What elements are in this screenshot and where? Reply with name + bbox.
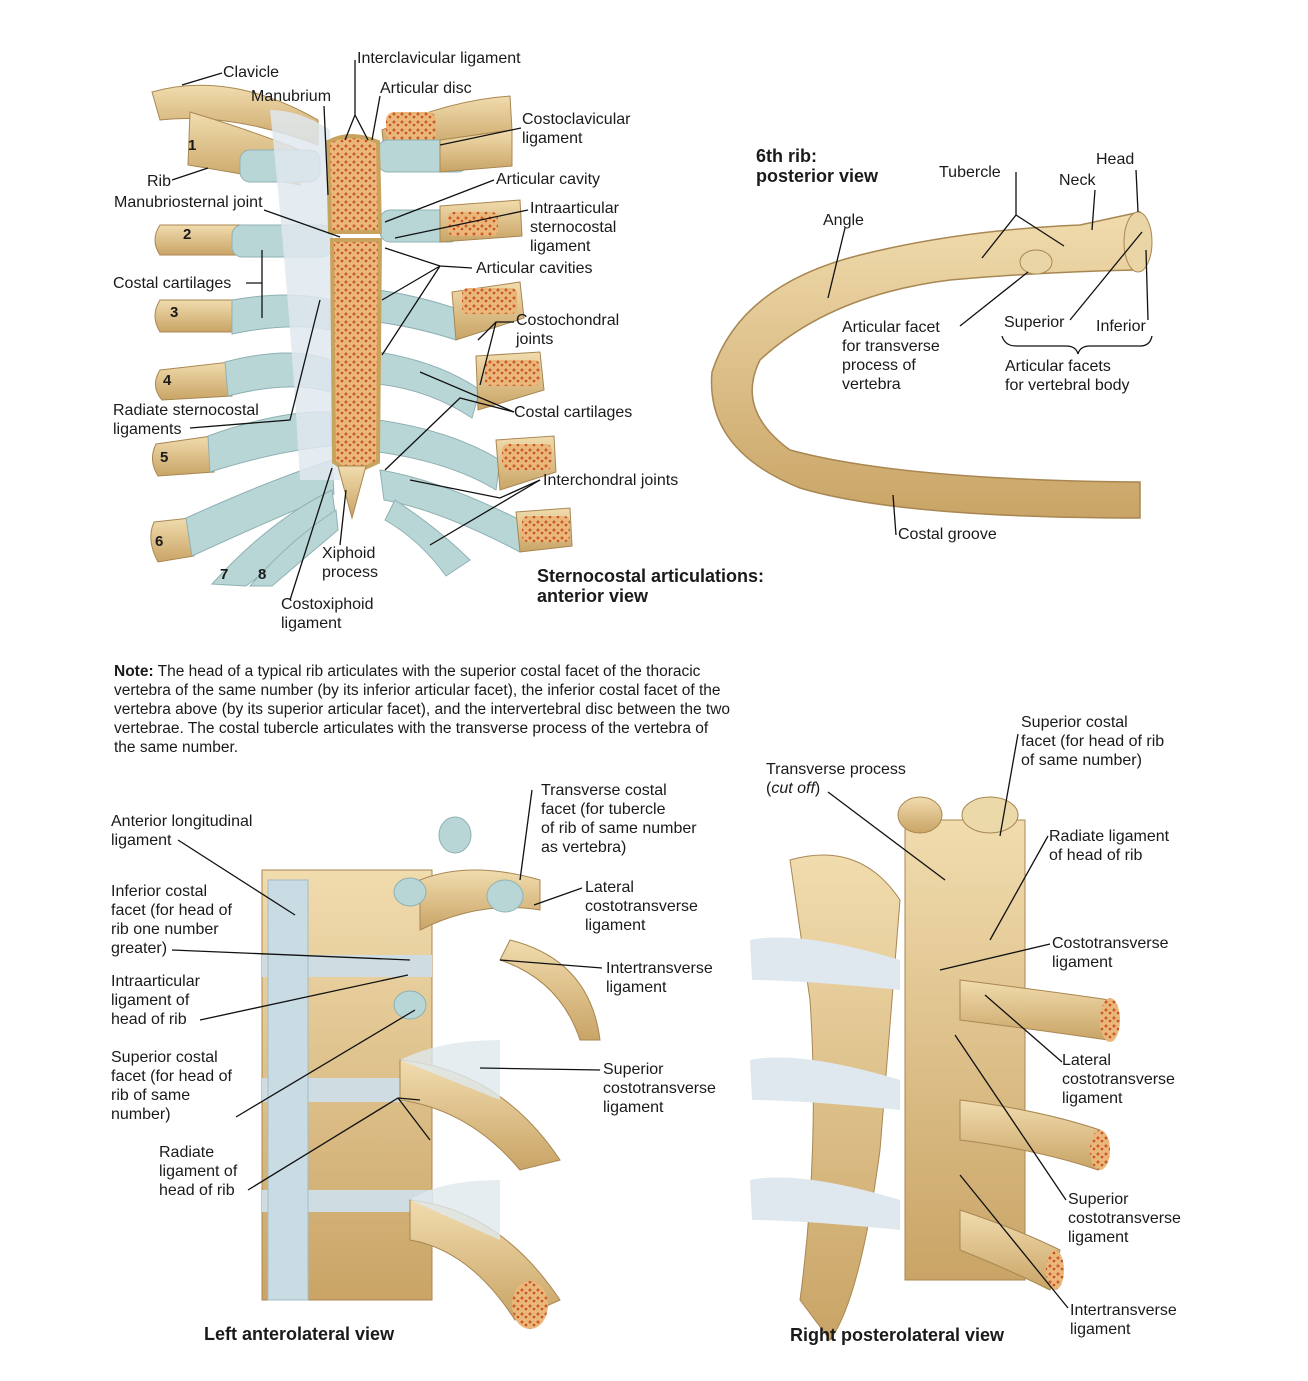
label-transverse-process-close: ) — [814, 780, 821, 797]
rib-number-7: 7 — [220, 566, 229, 583]
ribs-right — [377, 129, 573, 577]
note-text: The head of a typical rib articulates wi… — [114, 663, 731, 756]
leader-lines — [171, 60, 1153, 1309]
rib-number-5: 5 — [160, 449, 169, 466]
label-clavicle: Clavicle — [223, 64, 280, 81]
label-radiate-sternocostal-ligaments: Radiate sternocostal ligaments — [113, 402, 259, 438]
xiphoid — [337, 465, 367, 520]
label-lateral-costotransverse-ligament-right: Lateral costotransverse ligament — [1062, 1052, 1175, 1107]
rib-body — [710, 211, 1151, 519]
label-transverse-costal-facet: Transverse costal facet (for tubercle of… — [541, 782, 697, 856]
title-left-anterolateral: Left anterolateral view — [204, 1324, 395, 1344]
rib-upper — [499, 939, 601, 1041]
label-interclavicular-ligament: Interclavicular ligament — [357, 50, 521, 67]
label-intraarticular-ligament-head: Intraarticular ligament of head of rib — [111, 973, 200, 1028]
label-costoxiphoid-ligament: Costoxiphoid ligament — [281, 596, 374, 632]
label-angle: Angle — [823, 212, 864, 229]
label-tubercle: Tubercle — [939, 164, 1001, 181]
label-manubriosternal-joint: Manubriosternal joint — [114, 194, 263, 211]
label-intertransverse-ligament-right: Intertransverse ligament — [1070, 1302, 1177, 1338]
label-intertransverse-ligament-left: Intertransverse ligament — [606, 960, 713, 996]
note-paragraph: Note: The head of a typical rib articula… — [114, 662, 734, 757]
label-articular-cavity: Articular cavity — [496, 171, 601, 188]
radiate-ligaments-left — [270, 110, 340, 480]
ribs-left — [150, 111, 339, 587]
label-articular-disc: Articular disc — [380, 80, 472, 97]
label-transverse-process-text: Transverse process ( — [766, 761, 906, 797]
label-transverse-process-cut: cut off — [771, 780, 815, 797]
label-intraarticular-sternocostal-ligament: Intraarticular sternocostal ligament — [530, 200, 619, 255]
sternum-body — [329, 238, 383, 477]
head-shape — [1123, 211, 1153, 273]
label-inferior-costal-facet: Inferior costal facet (for head of rib o… — [111, 883, 232, 957]
label-lateral-costotransverse-ligament-left: Lateral costotransverse ligament — [585, 879, 698, 934]
clavicle-right-cut — [386, 112, 436, 142]
rib-number-1: 1 — [188, 137, 197, 154]
rib-number-3: 3 — [170, 304, 179, 321]
vertebral-bodies — [904, 819, 1026, 1281]
manubrium — [325, 134, 383, 234]
label-interchondral-joints: Interchondral joints — [543, 472, 679, 489]
title-sixth-rib: 6th rib: posterior view — [756, 146, 879, 186]
label-superior: Superior — [1004, 314, 1065, 331]
label-superior-costal-facet-left: Superior costal facet (for head of rib o… — [111, 1049, 232, 1123]
right-posterolateral-figure — [750, 796, 1120, 1341]
anterior-longitudinal-band — [267, 879, 309, 1301]
label-radiate-ligament-head-right: Radiate ligament of head of rib — [1049, 828, 1170, 864]
left-anterolateral-figure — [261, 816, 601, 1329]
label-inferior: Inferior — [1096, 318, 1146, 335]
title-sternocostal-articulations: Sternocostal articulations: anterior vie… — [537, 566, 765, 606]
rib-number-4: 4 — [163, 372, 172, 389]
label-superior-costotransverse-ligament-left: Superior costotransverse ligament — [603, 1061, 716, 1116]
label-neck: Neck — [1059, 172, 1096, 189]
rib-number-6: 6 — [155, 533, 164, 550]
label-costal-cartilages-left: Costal cartilages — [113, 275, 232, 292]
label-articular-facet-transverse: Articular facet for transverse process o… — [842, 319, 940, 393]
label-costochondral-joints: Costochondral joints — [516, 312, 620, 348]
note-prefix: Note: — [114, 663, 154, 680]
label-anterior-longitudinal-ligament: Anterior longitudinal ligament — [111, 813, 253, 849]
label-radiate-ligament-head-left: Radiate ligament of head of rib — [159, 1144, 238, 1199]
label-costoclavicular-ligament: Costoclavicular ligament — [522, 111, 631, 147]
rib-number-2: 2 — [183, 226, 192, 243]
label-transverse-process: Transverse process (cut off) — [766, 760, 906, 798]
label-superior-costotransverse-ligament-right: Superior costotransverse ligament — [1068, 1191, 1181, 1246]
label-articular-cavities: Articular cavities — [476, 260, 593, 277]
label-costal-groove: Costal groove — [898, 526, 997, 543]
label-head: Head — [1096, 151, 1135, 168]
rib-right-middle — [959, 1099, 1101, 1171]
label-rib: Rib — [147, 173, 172, 190]
rib-number-8: 8 — [258, 566, 267, 583]
sternocostal-figure — [150, 84, 573, 587]
sixth-rib-figure — [710, 211, 1153, 519]
label-articular-facets-vertebral-body: Articular facets for vertebral body — [1005, 358, 1130, 394]
label-xiphoid-process: Xiphoid process — [322, 545, 379, 581]
tubercle-facet — [1019, 249, 1053, 275]
label-costal-cartilages-right: Costal cartilages — [514, 404, 633, 421]
label-superior-costal-facet-right: Superior costal facet (for head of rib o… — [1021, 714, 1165, 769]
title-right-posterolateral: Right posterolateral view — [790, 1325, 1005, 1345]
label-manubrium: Manubrium — [251, 88, 332, 105]
label-costotransverse-ligament: Costotransverse ligament — [1052, 935, 1169, 971]
